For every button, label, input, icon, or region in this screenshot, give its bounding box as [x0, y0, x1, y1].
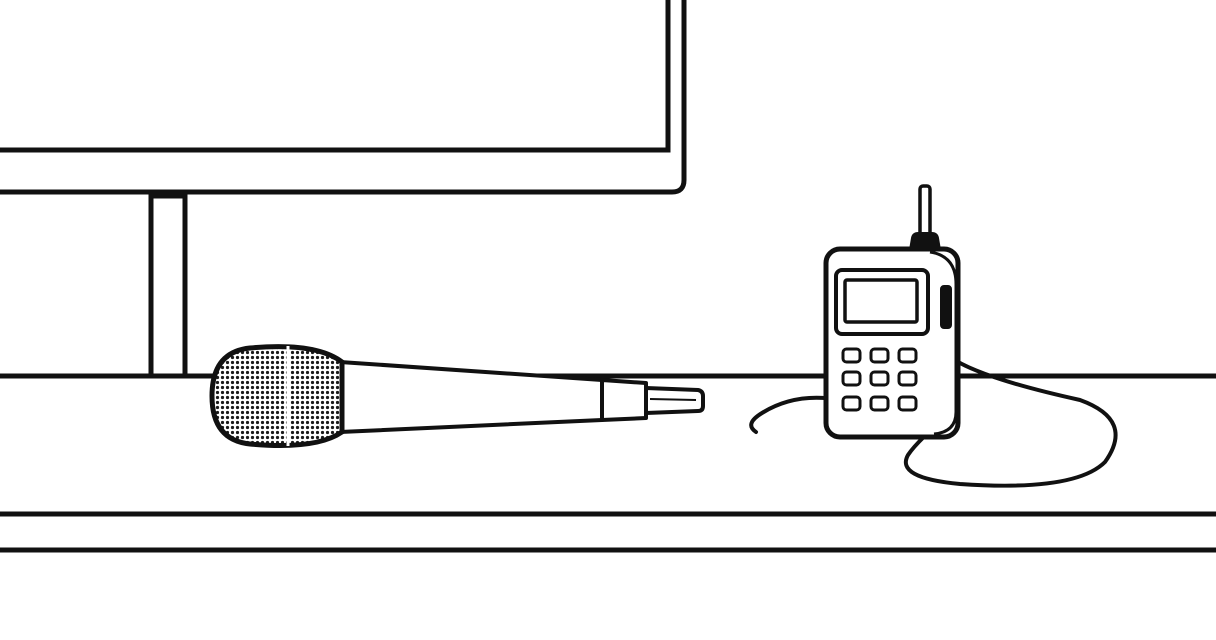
- microphone-tail: [600, 378, 648, 422]
- microphone-connector-ridge: [649, 398, 697, 401]
- microphone-handle: [338, 360, 604, 434]
- keypad-button: [841, 370, 862, 387]
- keypad-button: [897, 347, 918, 364]
- monitor-screen: [0, 0, 671, 153]
- bodypack-transmitter-icon: [823, 184, 961, 440]
- display-screen: [843, 278, 919, 324]
- side-switch: [940, 285, 952, 329]
- microphone-grille: [209, 344, 345, 448]
- transmitter-side-face: [929, 250, 958, 436]
- keypad-button: [869, 370, 890, 387]
- keypad: [841, 347, 918, 412]
- keypad-button: [869, 347, 890, 364]
- microphone-icon: [209, 344, 705, 448]
- monitor-icon: [0, 0, 687, 379]
- keypad-button: [897, 370, 918, 387]
- keypad-button: [841, 347, 862, 364]
- keypad-button: [897, 395, 918, 412]
- antenna-rod: [918, 184, 932, 238]
- monitor-stand: [148, 193, 188, 379]
- keypad-button: [841, 395, 862, 412]
- antenna-base: [908, 232, 942, 251]
- desk-surface: [0, 373, 1216, 553]
- cable-icon: [749, 355, 1118, 488]
- keypad-button: [869, 395, 890, 412]
